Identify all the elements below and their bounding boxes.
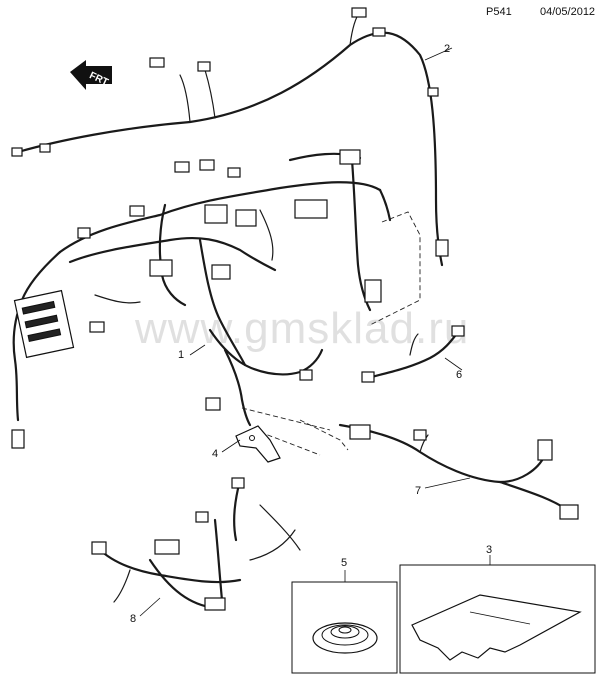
callout-leaders	[139, 47, 471, 617]
callout-1: 1	[178, 349, 184, 361]
callout-5: 5	[341, 557, 347, 569]
page-code: P541	[486, 6, 512, 18]
callout-2: 2	[444, 43, 450, 55]
callout-7: 7	[415, 485, 421, 497]
watermark: www.gmsklad.ru	[134, 304, 469, 353]
callout-4: 4	[212, 448, 218, 460]
page-date: 04/05/2012	[540, 6, 596, 18]
harness-1	[11, 149, 392, 449]
harness-6	[361, 325, 465, 383]
callout-6: 6	[456, 369, 462, 381]
front-arrow-icon: FRT	[70, 60, 112, 90]
inset-box-3	[399, 555, 596, 674]
dashed-references	[241, 211, 421, 456]
harness-8	[91, 477, 301, 611]
harness-2	[11, 7, 449, 267]
inset-box-5	[291, 570, 398, 674]
callout-8: 8	[130, 613, 136, 625]
bracket-4	[235, 425, 281, 463]
callout-3: 3	[486, 544, 492, 556]
harness-7	[338, 423, 579, 520]
